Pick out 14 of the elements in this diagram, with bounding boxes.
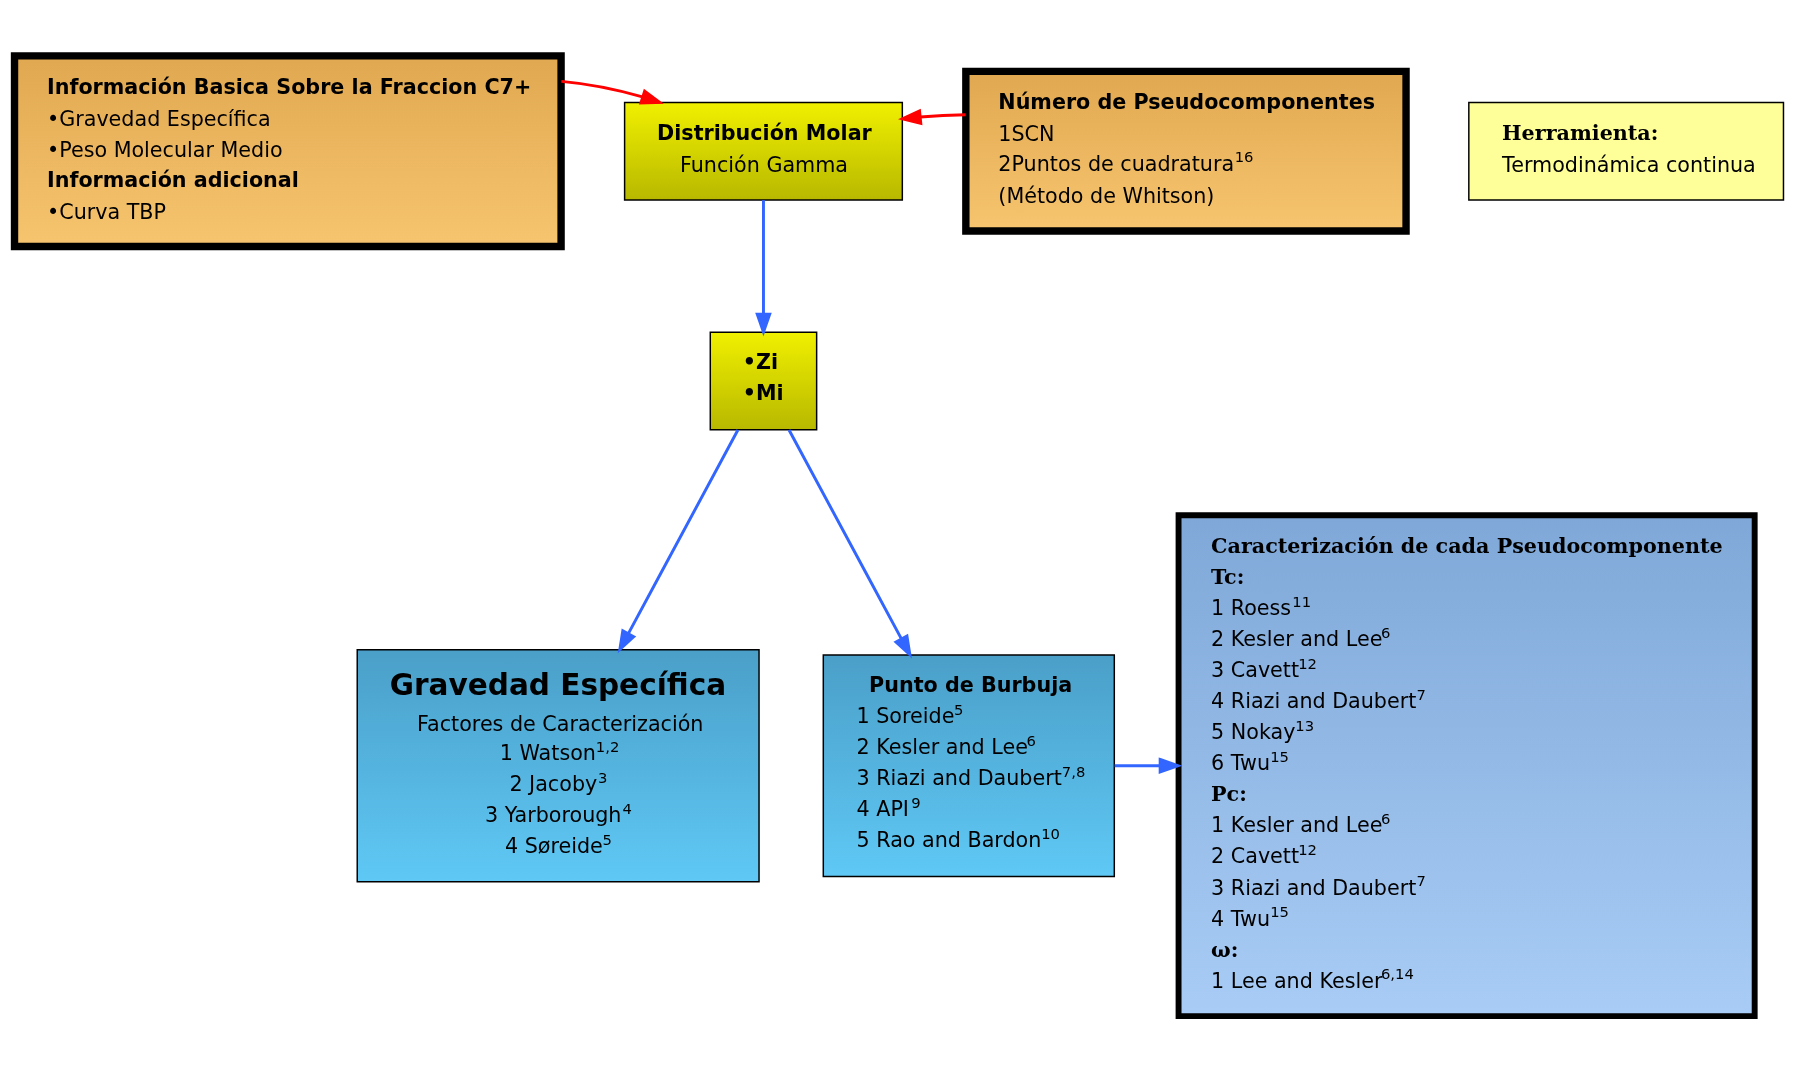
- node-box: Herramienta: Termodinámica continua: [1468, 101, 1785, 201]
- arrow: [561, 79, 664, 105]
- arrow: [617, 429, 740, 654]
- arrow: [1114, 757, 1183, 774]
- node-box: Información Basica Sobre la Fraccion C7+ •Gravedad Específica •Peso Molecular Medio Información adicional •Curva TBP: [10, 52, 565, 251]
- node-box: Número de Pseudocomponentes 1SCN 2Puntos de cuadratura$^{16}$ (Método de Whitson): [962, 67, 1410, 235]
- node-box: Gravedad Específica Factores de Caracterización 1 Watson$^{1,2}$ 2 Jacoby$^{3}$ 3 Yarborough$^{4}$ 4 Søreide$^{5}$: [356, 649, 760, 883]
- arrow: [787, 429, 912, 659]
- arrow: [898, 108, 966, 126]
- arrow: [755, 200, 772, 337]
- node-box: Punto de Burbuja 1 Soreide$^{5}$ 2 Kesler and Lee$^{6}$ 3 Riazi and Daubert$^{7,8}$ 4 API$^{9}$ 5 Rao and Bardon$^{10}$: [822, 654, 1116, 878]
- node-box: Caracterización de cada Pseudocomponente Tc: 1 Roess$^{11}$ 2 Kesler and Lee$^{6}$ 3 Cavett$^{12}$ 4 Riazi and Daubert$^{7}$ 5 Nokay$^{13}$ 6 Twu$^{15}$ Pc: 1 Kesler and Lee$^{6}$ 2 Cavett$^{12}$ 3 Riazi and Daubert$^{7}$ 4 Twu$^{15}$ ω: 1 Lee and Kesler$^{6,14}$: [1175, 512, 1758, 1020]
- node-box: Distribución Molar Función Gamma: [623, 101, 904, 201]
- node-box: •Zi •Mi: [709, 331, 818, 431]
